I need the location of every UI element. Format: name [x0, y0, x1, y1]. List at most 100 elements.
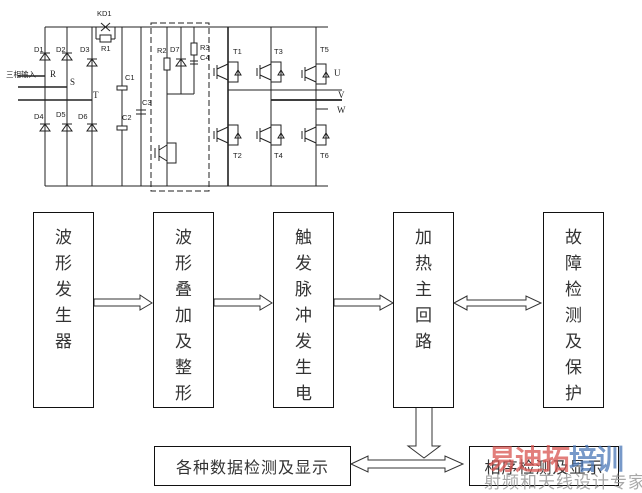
block-waveform-generator-label: 波形发生器: [34, 213, 93, 355]
diode-d2: [61, 52, 73, 61]
r3-label: R3: [200, 43, 210, 52]
diode-d1: [39, 52, 51, 61]
d4-label: D4: [34, 112, 44, 121]
t4-label: T4: [274, 151, 283, 160]
arrow-generator-to-superposition: [93, 294, 153, 311]
w-label: W: [337, 105, 346, 115]
block-heating-main-circuit: 加热主回路: [393, 212, 454, 408]
v-label: V: [338, 90, 345, 100]
r1-label: R1: [101, 44, 111, 53]
block-label-char: 器: [55, 332, 72, 352]
block-phase-detection-display-label: 相序检测及显示: [484, 458, 604, 477]
igbt-t4: [256, 124, 285, 146]
block-waveform-superposition-label: 波形叠加及整形: [154, 213, 213, 407]
capacitor-c3: [136, 109, 146, 115]
c1-label: C1: [125, 73, 135, 82]
diode-d6: [86, 123, 98, 132]
block-label-char: 冲: [295, 306, 312, 326]
c2-label: C2: [122, 113, 132, 122]
phase-s-label: S: [70, 77, 75, 87]
block-label-char: 加: [175, 306, 192, 326]
block-data-detection-display: 各种数据检测及显示: [154, 446, 351, 486]
block-label-char: 检: [565, 280, 582, 300]
d5-label: D5: [56, 110, 66, 119]
arrow-superposition-to-trigger: [213, 294, 273, 311]
brake-igbt: [154, 142, 177, 164]
block-trigger-pulse-label: 触发脉冲发生电: [274, 213, 333, 407]
arrow-data-phase-bidirectional: [349, 455, 465, 473]
block-label-char: 形: [175, 254, 192, 274]
igbt-t5: [301, 63, 330, 85]
igbt-t2: [213, 124, 242, 146]
kd1-label: KD1: [97, 9, 112, 18]
t2-label: T2: [233, 151, 242, 160]
block-label-char: 发: [295, 332, 312, 352]
block-label-char: 形: [175, 384, 192, 404]
phase-t-label: T: [93, 90, 99, 100]
block-label-char: 触: [295, 228, 312, 248]
block-label-char: 及: [175, 332, 192, 352]
t3-label: T3: [274, 47, 283, 56]
arrow-heating-fault-bidirectional: [452, 295, 543, 311]
capacitor-c4: [190, 60, 198, 65]
block-label-char: 热: [415, 254, 432, 274]
capacitor-c2: [116, 125, 128, 131]
block-label-char: 测: [565, 306, 582, 326]
diode-d5: [61, 123, 73, 132]
relay-kd1: [100, 22, 111, 32]
block-label-char: 加: [415, 228, 432, 248]
block-label-char: 叠: [175, 280, 192, 300]
d7-label: D7: [170, 45, 180, 54]
diode-d3: [86, 58, 98, 67]
block-fault-detection-label: 故障检测及保护: [544, 213, 603, 407]
block-waveform-generator: 波形发生器: [33, 212, 94, 408]
resistor-r2: [163, 57, 171, 71]
block-trigger-pulse: 触发脉冲发生电: [273, 212, 334, 408]
block-label-char: 生: [295, 358, 312, 378]
capacitor-c1: [116, 85, 128, 91]
block-label-char: 障: [565, 254, 582, 274]
block-label-char: 护: [565, 384, 582, 404]
d2-label: D2: [56, 45, 66, 54]
block-heating-main-circuit-label: 加热主回路: [394, 213, 453, 355]
c3-label: C3: [142, 98, 152, 107]
d3-label: D3: [80, 45, 90, 54]
d1-label: D1: [34, 45, 44, 54]
igbt-t3: [256, 61, 285, 83]
block-label-char: 回: [415, 306, 432, 326]
block-phase-detection-display: 相序检测及显示: [469, 446, 619, 486]
u-label: U: [334, 68, 341, 78]
c4-label: C4: [200, 53, 210, 62]
r2-label: R2: [157, 46, 167, 55]
t1-label: T1: [233, 47, 242, 56]
block-label-char: 整: [175, 358, 192, 378]
resistor-r1: [99, 34, 112, 43]
block-label-char: 故: [565, 228, 582, 248]
t6-label: T6: [320, 151, 329, 160]
diode-d4: [39, 123, 51, 132]
block-label-char: 波: [175, 228, 192, 248]
d6-label: D6: [78, 112, 88, 121]
arrow-trigger-to-heating: [333, 294, 395, 311]
block-label-char: 发: [295, 254, 312, 274]
block-label-char: 保: [565, 358, 582, 378]
input-label: 三相输入: [6, 69, 36, 79]
resistor-r3: [190, 42, 198, 56]
phase-r-label: R: [50, 69, 56, 79]
igbt-t1: [213, 61, 242, 83]
block-fault-detection: 故障检测及保护: [543, 212, 604, 408]
block-label-char: 生: [55, 306, 72, 326]
block-label-char: 发: [55, 280, 72, 300]
block-label-char: 路: [415, 332, 432, 352]
igbt-t6: [301, 124, 330, 146]
block-label-char: 形: [55, 254, 72, 274]
block-label-char: 电: [295, 384, 312, 404]
block-label-char: 波: [55, 228, 72, 248]
block-label-char: 主: [415, 280, 432, 300]
block-data-detection-display-label: 各种数据检测及显示: [175, 458, 329, 477]
block-label-char: 及: [565, 332, 582, 352]
arrow-heating-down: [406, 406, 442, 459]
brake-unit-box: [150, 22, 210, 192]
diode-d7: [175, 58, 187, 67]
